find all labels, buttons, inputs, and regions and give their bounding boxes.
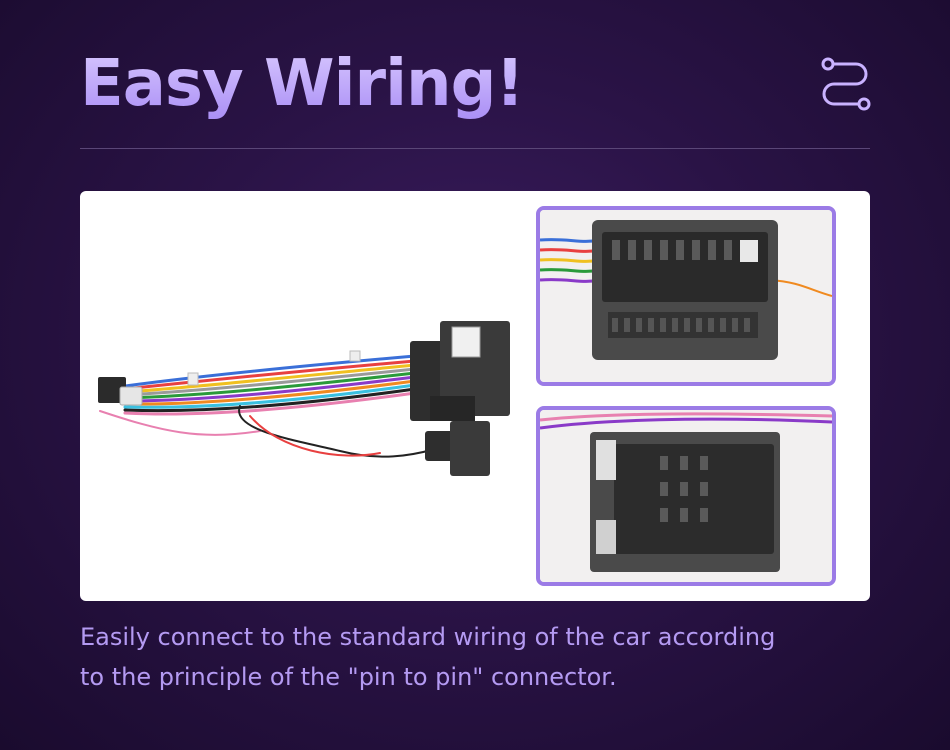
- header-divider: [80, 148, 870, 149]
- feature-description: Easily connect to the standard wiring of…: [80, 617, 880, 697]
- route-icon: [821, 57, 871, 111]
- wiring-harness-photo: [98, 321, 510, 476]
- connector-small-closeup: [536, 406, 836, 586]
- caption-line-2: to the principle of the "pin to pin" con…: [80, 663, 617, 691]
- caption-line-1: Easily connect to the standard wiring of…: [80, 623, 776, 651]
- page-title: Easy Wiring!: [80, 44, 525, 124]
- connector-large-closeup: [536, 206, 836, 386]
- product-image-panel: [80, 191, 870, 601]
